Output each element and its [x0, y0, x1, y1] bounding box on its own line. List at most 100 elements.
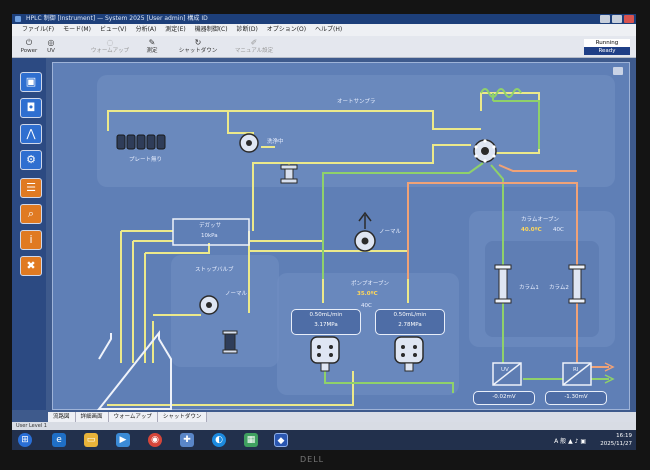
sample-loop-coil [480, 88, 522, 98]
pump-1-flow: 0.50mL/min [309, 312, 343, 318]
media-taskbar-button[interactable]: ▶ [116, 433, 130, 447]
pump-2-flow: 0.50mL/min [393, 312, 427, 318]
hplc-taskbar-button[interactable]: ◆ [274, 433, 288, 447]
green-line-loop [493, 100, 540, 149]
folder-icon: ▭ [86, 435, 96, 445]
nav-settings-button[interactable]: ⚙ [20, 150, 42, 170]
explorer-taskbar-button[interactable]: ▭ [84, 433, 98, 447]
column-oven-temp: 40C [553, 227, 564, 233]
app-taskbar-button-1[interactable]: ✚ [180, 433, 194, 447]
menu-help[interactable]: ヘルプ(H) [315, 26, 343, 33]
normal-top-label: ノーマル [379, 229, 402, 235]
tab-flow[interactable]: 流路図 [48, 412, 76, 422]
menu-options[interactable]: オプション(O) [266, 26, 307, 33]
app-taskbar-button-2[interactable]: ▦ [244, 433, 258, 447]
power-button[interactable]: ⏻Power [18, 38, 40, 56]
flow-diagram [96, 75, 615, 410]
menu-bar: ファイル(F) モード(M) ビュー(V) 分析(A) 測定(E) 機器制御(C… [12, 24, 636, 36]
pin-button[interactable] [613, 67, 623, 75]
clock-time: 16:19 [616, 433, 632, 439]
autosampler-label: オートサンプラ [337, 99, 376, 105]
monitor-brand: DELL [300, 455, 325, 464]
search-icon: ⌕ [27, 207, 35, 220]
lamp-icon: ◎ [47, 38, 55, 47]
wash-pump [280, 164, 298, 184]
column-1-label: カラム1 [519, 285, 539, 291]
windows-icon: ⊞ [21, 435, 29, 445]
degasser-value: 10kPa [201, 233, 218, 239]
nav-monitor-button[interactable]: ▣ [20, 72, 42, 92]
stop-valve-pump [222, 330, 238, 354]
menu-file[interactable]: ファイル(F) [22, 26, 55, 33]
ie-taskbar-button[interactable]: e [52, 433, 66, 447]
uv-value: -0.02mV [492, 394, 516, 400]
pump-1 [310, 336, 340, 372]
minimize-button[interactable] [600, 15, 610, 23]
maximize-button[interactable] [612, 15, 622, 23]
chrome-taskbar-button[interactable]: ◉ [148, 433, 162, 447]
nav-info-button[interactable]: ⅰ [20, 230, 42, 250]
ri-readout[interactable]: -1.30mV [545, 391, 607, 405]
clock[interactable]: 16:19 2025/11/27 [600, 432, 632, 448]
manual-icon: ✐ [250, 38, 258, 47]
nav-chromatogram-button[interactable]: ⋀ [20, 124, 42, 144]
power-icon: ⏻ [25, 38, 33, 47]
menu-analysis[interactable]: 分析(A) [135, 26, 157, 33]
status-running: Running [584, 39, 630, 47]
yellow-line-degasser-feed [252, 144, 471, 231]
tab-shutdown[interactable]: シャットダウン [157, 412, 208, 422]
menu-diagnosis[interactable]: 診断(D) [236, 26, 258, 33]
green-line-pump1 [322, 162, 484, 279]
info-icon: ⅰ [29, 233, 33, 246]
tab-detail[interactable]: 詳細画面 [75, 412, 109, 422]
normal-valve-top [354, 211, 376, 252]
column-1 [494, 264, 512, 304]
pump-2-readout[interactable]: 0.50mL/min 2.78MPa [375, 309, 445, 335]
pump-oven-temp: 40C [361, 303, 372, 309]
browser-icon: e [56, 435, 62, 445]
status-indicator: Running Ready [584, 39, 630, 55]
measure-button[interactable]: ✎測定 [140, 38, 164, 56]
nav-instrument-button[interactable]: ◘ [20, 98, 42, 118]
taskbar: ⊞ e ▭ ▶ ◉ ✚ ◐ ▦ ◆ A 般 ▲ ♪ ▣ 16:19 2025/1… [12, 430, 636, 450]
nav-search-button[interactable]: ⌕ [20, 204, 42, 224]
ri-label: RI [573, 367, 579, 373]
stop-valve-label: ストップバルブ [195, 267, 234, 273]
menu-measure[interactable]: 測定(E) [165, 26, 186, 33]
flow-diagram-panel: オートサンプラ 洗浄中 プレート無り デガッサ 10kPa ストップバルブ ノー… [52, 62, 630, 410]
pump-oven-temp-set: 35.0ºC [357, 291, 378, 297]
solvent-bottle [96, 330, 172, 410]
edge-taskbar-button[interactable]: ◐ [212, 433, 226, 447]
hplc-app-icon: ◆ [277, 436, 285, 446]
plate-label: プレート無り [129, 157, 163, 163]
menu-mode[interactable]: モード(M) [63, 26, 91, 33]
edge-icon: ◐ [215, 435, 223, 445]
measure-icon: ✎ [148, 38, 156, 47]
uv-button[interactable]: ◎UV [42, 38, 60, 56]
shutdown-button[interactable]: ↻シャットダウン [172, 38, 224, 56]
nav-method-button[interactable]: ☰ [20, 178, 42, 198]
normal-valve-label: ノーマル [225, 291, 248, 297]
uv-detector [492, 362, 522, 386]
start-button[interactable]: ⊞ [18, 433, 32, 447]
uv-label: UV [501, 367, 509, 373]
tab-warmup[interactable]: ウォームアップ [108, 412, 158, 422]
nav-tools-button[interactable]: ✖ [20, 256, 42, 276]
shutdown-icon: ↻ [194, 38, 202, 47]
column-2 [568, 264, 586, 304]
gear-icon: ⚙ [26, 153, 36, 166]
menu-instrument[interactable]: 機器制御(C) [194, 26, 228, 33]
pump-2 [394, 336, 424, 372]
pump-1-readout[interactable]: 0.50mL/min 3.17MPa [291, 309, 361, 335]
warmup-button[interactable]: ◌ウォームアップ [86, 38, 134, 56]
pump-oven-label: ポンプオーブン [351, 281, 390, 287]
manual-button[interactable]: ✐マニュアル設定 [230, 38, 278, 56]
ri-detector [562, 362, 592, 386]
sample-plate [116, 134, 166, 150]
close-button[interactable] [624, 15, 634, 23]
uv-readout[interactable]: -0.02mV [473, 391, 535, 405]
yellow-line-solvent-3b [145, 243, 210, 254]
user-level: User Level 1 [16, 423, 47, 429]
menu-view[interactable]: ビュー(V) [99, 26, 127, 33]
tray-icons[interactable]: A 般 ▲ ♪ ▣ [554, 438, 586, 445]
